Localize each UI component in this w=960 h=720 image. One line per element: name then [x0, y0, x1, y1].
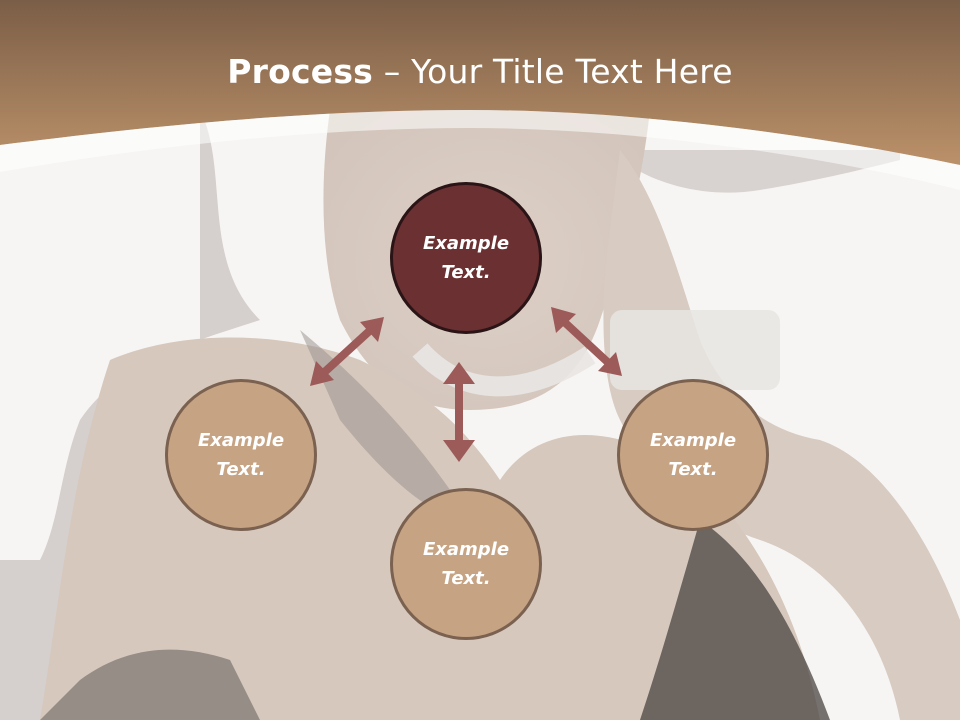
arrow-center-bottom [443, 362, 475, 462]
title-rest: – Your Title Text Here [373, 52, 733, 91]
center-node: Example Text. [390, 182, 542, 334]
right-node-text: Example Text. [649, 430, 737, 480]
left-node: Example Text. [165, 379, 317, 531]
bottom-node: Example Text. [390, 488, 542, 640]
right-node: Example Text. [617, 379, 769, 531]
title-strong: Process [227, 52, 374, 91]
arrow-center-right [551, 307, 622, 376]
left-node-text: Example Text. [197, 430, 285, 480]
bottom-node-text: Example Text. [422, 539, 510, 589]
center-node-text: Example Text. [422, 233, 510, 283]
slide-title: Process – Your Title Text Here [0, 52, 960, 91]
arrow-center-left [310, 317, 384, 386]
